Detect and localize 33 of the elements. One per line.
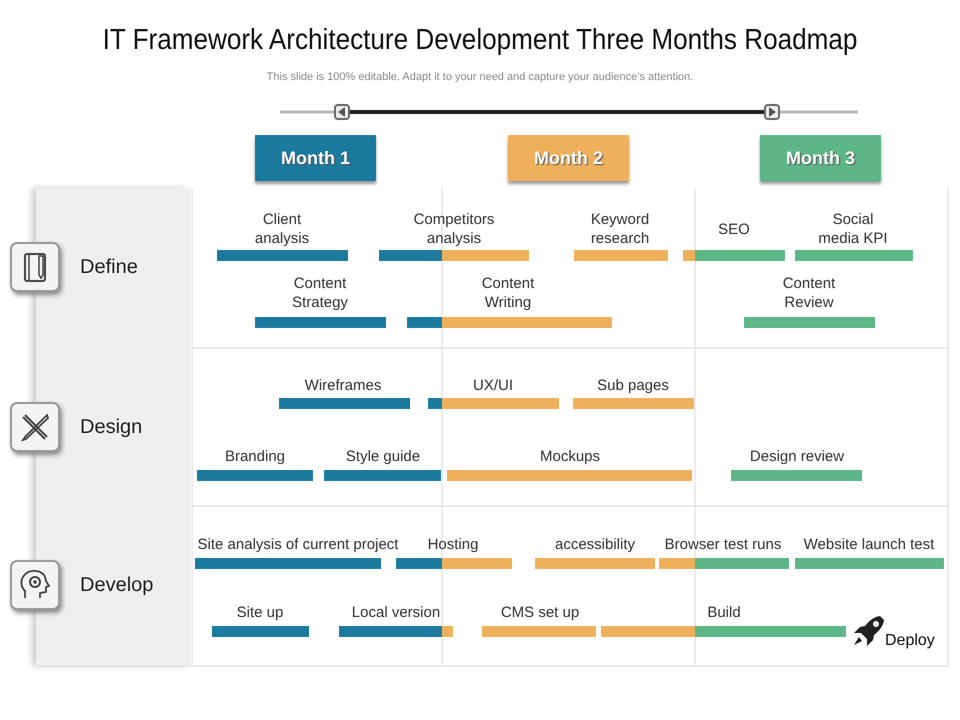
task-label: Build [706,603,742,622]
task-label: Keyword research [590,210,650,248]
task-label: Mockups [538,447,602,466]
row-label: Design [80,416,142,439]
month-header: Month 1 [255,135,376,181]
task-label: Content Writing [480,274,536,312]
row-label: Define [80,256,138,279]
task-label: Deploy [885,632,935,650]
task-label: Client analysis [254,210,310,248]
task-label: CMS set up [500,603,580,622]
task-label: Content Strategy [291,274,349,312]
task-label: UX/UI [472,376,514,395]
month-header: Month 3 [760,135,881,181]
subtitle: This slide is 100% editable. Adapt it to your need and capture your audience’s attention. [266,71,694,83]
task-label: Branding [224,447,286,466]
task-label: Social media KPI [817,210,889,248]
task-label: Style guide [344,447,422,466]
task-label: Browser test runs [664,535,782,554]
task-label: Content Review [782,274,836,312]
row-label: Develop [80,574,154,597]
task-label: Site analysis of current project [196,535,400,554]
task-label: Local version [350,603,442,622]
month-header: Month 2 [508,135,629,181]
title: IT Framework Architecture Development Three Months Roadmap [102,24,858,57]
task-label: Wireframes [304,376,382,395]
task-label: SEO [717,220,751,239]
task-label: accessibility [554,535,636,554]
task-label: Sub pages [596,376,670,395]
task-label: Website launch test [802,535,936,554]
task-label: Design review [748,447,846,466]
task-label: Site up [236,603,284,622]
task-label: Hosting [426,535,480,554]
task-label: Competitors analysis [412,210,496,248]
